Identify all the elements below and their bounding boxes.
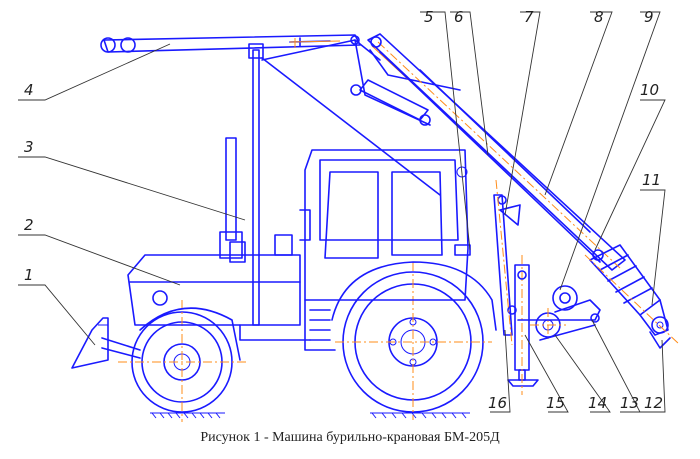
drilling-boom [367, 33, 626, 271]
rotator-assembly [517, 285, 601, 342]
callout-8: 8 [594, 8, 604, 26]
callout-4: 4 [24, 81, 34, 99]
callout-15: 15 [546, 394, 565, 412]
cab [274, 149, 471, 351]
outrigger-leg [507, 255, 539, 395]
callout-11: 11 [642, 171, 661, 189]
upper-beam [100, 34, 361, 53]
fenders [139, 261, 497, 361]
callout-7: 7 [524, 8, 534, 26]
drill-head [584, 244, 681, 349]
figure-caption: Рисунок 1 - Машина бурильно-крановая БМ-… [200, 430, 500, 445]
rear-wheel [335, 262, 492, 420]
front-wheel [118, 300, 246, 422]
callout-10: 10 [640, 81, 659, 99]
callout-3: 3 [24, 138, 34, 156]
front-blade [71, 317, 141, 369]
callout-12: 12 [644, 394, 663, 412]
callout-2: 2 [24, 216, 34, 234]
hood [127, 241, 311, 341]
support-cylinders [493, 179, 521, 346]
leader-lines [18, 11, 666, 413]
callout-13: 13 [620, 394, 639, 412]
callout-5: 5 [424, 8, 434, 26]
ground-hatch [150, 412, 470, 419]
boom-support-post [248, 43, 264, 326]
callout-9: 9 [644, 8, 654, 26]
callout-labels: 1 2 3 4 5 6 7 8 9 10 11 12 13 14 15 16 [24, 8, 663, 412]
callout-1: 1 [24, 266, 34, 284]
callout-16: 16 [488, 394, 507, 412]
exhaust-pipe [219, 137, 243, 259]
callout-6: 6 [454, 8, 464, 26]
callout-14: 14 [588, 394, 607, 412]
